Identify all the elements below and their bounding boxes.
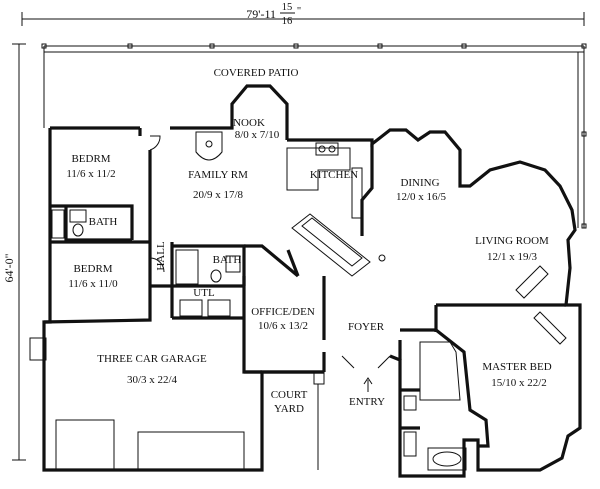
office-den-label: OFFICE/DEN [251, 306, 315, 318]
utl-label: UTL [193, 287, 215, 299]
entry-label: ENTRY [349, 396, 385, 408]
foyer-label: FOYER [348, 321, 385, 333]
interior-walls [43, 128, 566, 448]
master-bed-label: MASTER BED [482, 361, 551, 373]
covered-patio-outline [41, 43, 587, 229]
dining-label: DINING [400, 177, 439, 189]
width-dimension: 79'-11 [246, 7, 276, 21]
covered-patio-label: COVERED PATIO [214, 67, 299, 79]
nook-label: NOOK [233, 117, 265, 129]
family-rm-label: FAMILY RM [188, 169, 248, 181]
family-rm-size: 20/9 x 17/8 [193, 189, 244, 201]
court-yard-label-line1: COURT [271, 389, 308, 401]
width-dimension-denominator: 16 [282, 16, 293, 27]
living-room-label: LIVING ROOM [475, 235, 549, 247]
garage-size: 30/3 x 22/4 [127, 374, 178, 386]
bedrm-2-size: 11/6 x 11/0 [68, 278, 118, 290]
living-room-size: 12/1 x 19/3 [487, 251, 538, 263]
bath-2-label: BATH [213, 254, 242, 266]
hall-label: HALL [155, 241, 167, 271]
bath-1-label: BATH [89, 216, 118, 228]
bedrm-2-label: BEDRM [73, 263, 112, 275]
nook-size: 8/0 x 7/10 [235, 129, 280, 141]
fixtures [29, 131, 567, 471]
depth-dimension: 64'-0" [2, 253, 16, 282]
width-dimension-numerator: 15 [282, 2, 293, 13]
dining-size: 12/0 x 16/5 [396, 191, 447, 203]
width-dimension-inch-mark: " [297, 6, 301, 17]
court-yard-label-line2: YARD [274, 403, 304, 415]
dimension-lines [12, 12, 585, 461]
bedrm-1-label: BEDRM [71, 153, 110, 165]
garage-label: THREE CAR GARAGE [97, 353, 207, 365]
exterior-walls [42, 84, 582, 478]
office-den-size: 10/6 x 13/2 [258, 320, 308, 332]
master-bed-size: 15/10 x 22/2 [491, 377, 547, 389]
bedrm-1-size: 11/6 x 11/2 [66, 168, 115, 180]
kitchen-label: KITCHEN [310, 169, 358, 181]
